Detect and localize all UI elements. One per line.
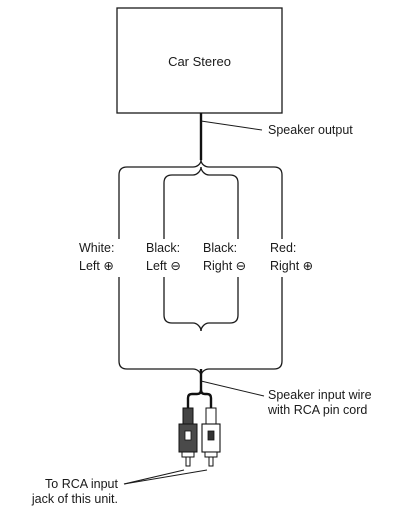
- channel-label-line2: Right ⊖: [203, 259, 246, 273]
- rca-plug-left: [178, 407, 198, 467]
- channel-label-line2: Left ⊕: [79, 259, 114, 273]
- channel-white-left: White: Left ⊕: [75, 239, 123, 277]
- channel-label-line1: Black:: [146, 241, 180, 255]
- rca-split-right: [199, 389, 213, 408]
- speaker-output-leader: [200, 120, 263, 131]
- rca-split-left: [186, 386, 203, 408]
- channel-black-left: Black: Left ⊖: [143, 239, 199, 277]
- channel-red-right: Red: Right ⊕: [266, 239, 318, 277]
- rca-input-label-line1: To RCA input: [45, 477, 118, 491]
- channel-label-line2: Left ⊖: [146, 259, 181, 273]
- rca-input-leader-left: [123, 469, 185, 485]
- speaker-input-leader: [200, 380, 265, 397]
- channel-black-right: Black: Right ⊖: [199, 239, 261, 277]
- channel-label-line1: Red:: [270, 241, 296, 255]
- channel-label-line1: Black:: [203, 241, 237, 255]
- channel-label-line2: Right ⊕: [270, 259, 313, 273]
- speaker-input-label-line1: Speaker input wire: [268, 388, 372, 402]
- rca-input-label-line2: jack of this unit.: [31, 492, 118, 506]
- rca-input-leader-right: [123, 469, 208, 485]
- speaker-input-label-line2: with RCA pin cord: [267, 403, 367, 417]
- speaker-output-label: Speaker output: [268, 123, 353, 137]
- car-stereo-label: Car Stereo: [168, 54, 231, 69]
- channel-label-line1: White:: [79, 241, 114, 255]
- car-stereo-box: [116, 7, 283, 114]
- rca-plug-right: [201, 407, 221, 467]
